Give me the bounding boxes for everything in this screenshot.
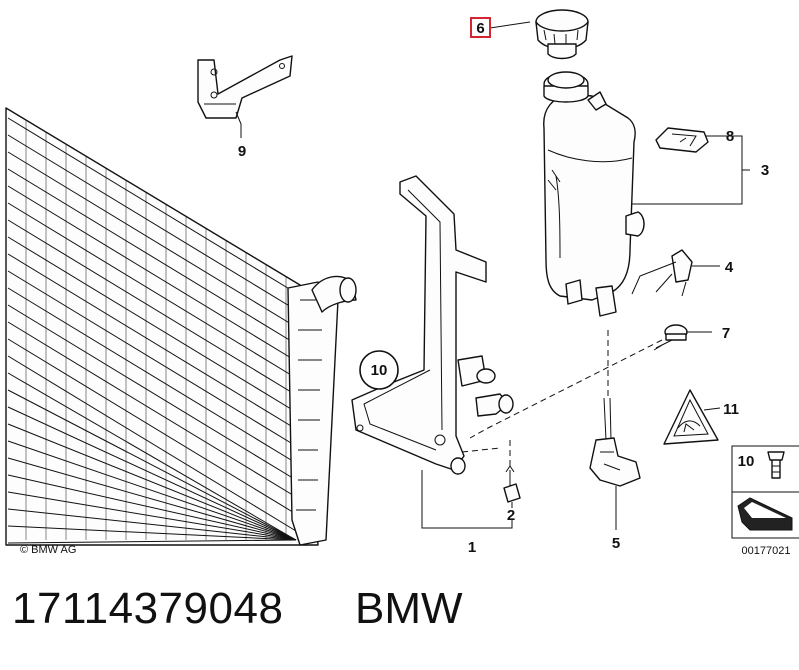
- callout-1: 1: [468, 539, 476, 556]
- leader-line-11: [703, 407, 721, 411]
- radiator-fin-line: [7, 168, 297, 345]
- bracket-part-4: [631, 249, 693, 297]
- radiator-fin-line: [7, 355, 297, 532]
- assembly-line: [461, 447, 501, 453]
- brand-name: BMW: [355, 584, 463, 633]
- radiator-fin-line: [7, 539, 297, 544]
- callout-6: 6: [476, 20, 484, 37]
- radiator-fin-line: [7, 304, 297, 481]
- callout-7: 7: [722, 325, 730, 342]
- warning-label-part-11: [663, 389, 719, 445]
- image-number: 00177021: [742, 545, 791, 557]
- leader-line-6: [489, 21, 531, 29]
- callout-10: 10: [371, 362, 388, 379]
- bracket-part-9: [197, 55, 293, 138]
- radiator-fin-line: [7, 270, 297, 447]
- leader-line-3: [632, 135, 750, 205]
- legend-panel: 10 00177021: [731, 445, 799, 557]
- callout-4: 4: [725, 259, 734, 276]
- radiator-fin-line: [7, 321, 297, 498]
- radiator-fin-line: [7, 525, 297, 541]
- radiator-fin-line: [7, 185, 297, 362]
- radiator-fin-line: [7, 134, 297, 311]
- radiator-fin-line: [7, 151, 297, 328]
- circled-callout-10: [359, 350, 399, 390]
- radiator-fin-line: [7, 372, 297, 541]
- screw-part-7: [653, 324, 688, 351]
- clip-part-8: [655, 127, 709, 153]
- callout-5: 5: [612, 535, 620, 552]
- radiator-fin-line: [7, 440, 297, 541]
- radiator-fin-line: [7, 117, 297, 294]
- callout-9: 9: [238, 143, 246, 160]
- air-duct-part-1: [351, 175, 514, 475]
- radiator-fin-line: [7, 423, 297, 541]
- radiator: [5, 107, 357, 546]
- legend-number: 10: [738, 453, 755, 470]
- highlight-box-6: [470, 17, 491, 38]
- cap-part-6: [535, 9, 589, 60]
- radiator-fin-line: [7, 202, 297, 379]
- callout-8: 8: [726, 128, 734, 145]
- radiator-fin-line: [7, 253, 297, 430]
- radiator-fin-line: [7, 389, 297, 541]
- radiator-fin-line: [7, 287, 297, 464]
- expansion-tank-part-3: [543, 71, 645, 317]
- radiator-fin-line: [7, 236, 297, 413]
- radiator-fin-line: [7, 491, 297, 541]
- radiator-fin-line: [7, 338, 297, 515]
- plug-part-2: [503, 465, 521, 503]
- assembly-line: [469, 339, 663, 439]
- callout-3: 3: [761, 162, 769, 179]
- radiator-fin-line: [7, 508, 297, 541]
- radiator-fin-line: [7, 457, 297, 541]
- part-number: 17114379048: [12, 584, 284, 633]
- callout-11: 11: [723, 401, 739, 418]
- callout-2: 2: [507, 507, 515, 524]
- radiator-fin-line: [7, 219, 297, 396]
- radiator-fin-line: [7, 474, 297, 541]
- radiator-fin-line: [7, 406, 297, 541]
- copyright-notice: © BMW AG: [20, 544, 76, 556]
- leader-line-1: [421, 470, 513, 529]
- level-sensor-part-5: [589, 397, 641, 487]
